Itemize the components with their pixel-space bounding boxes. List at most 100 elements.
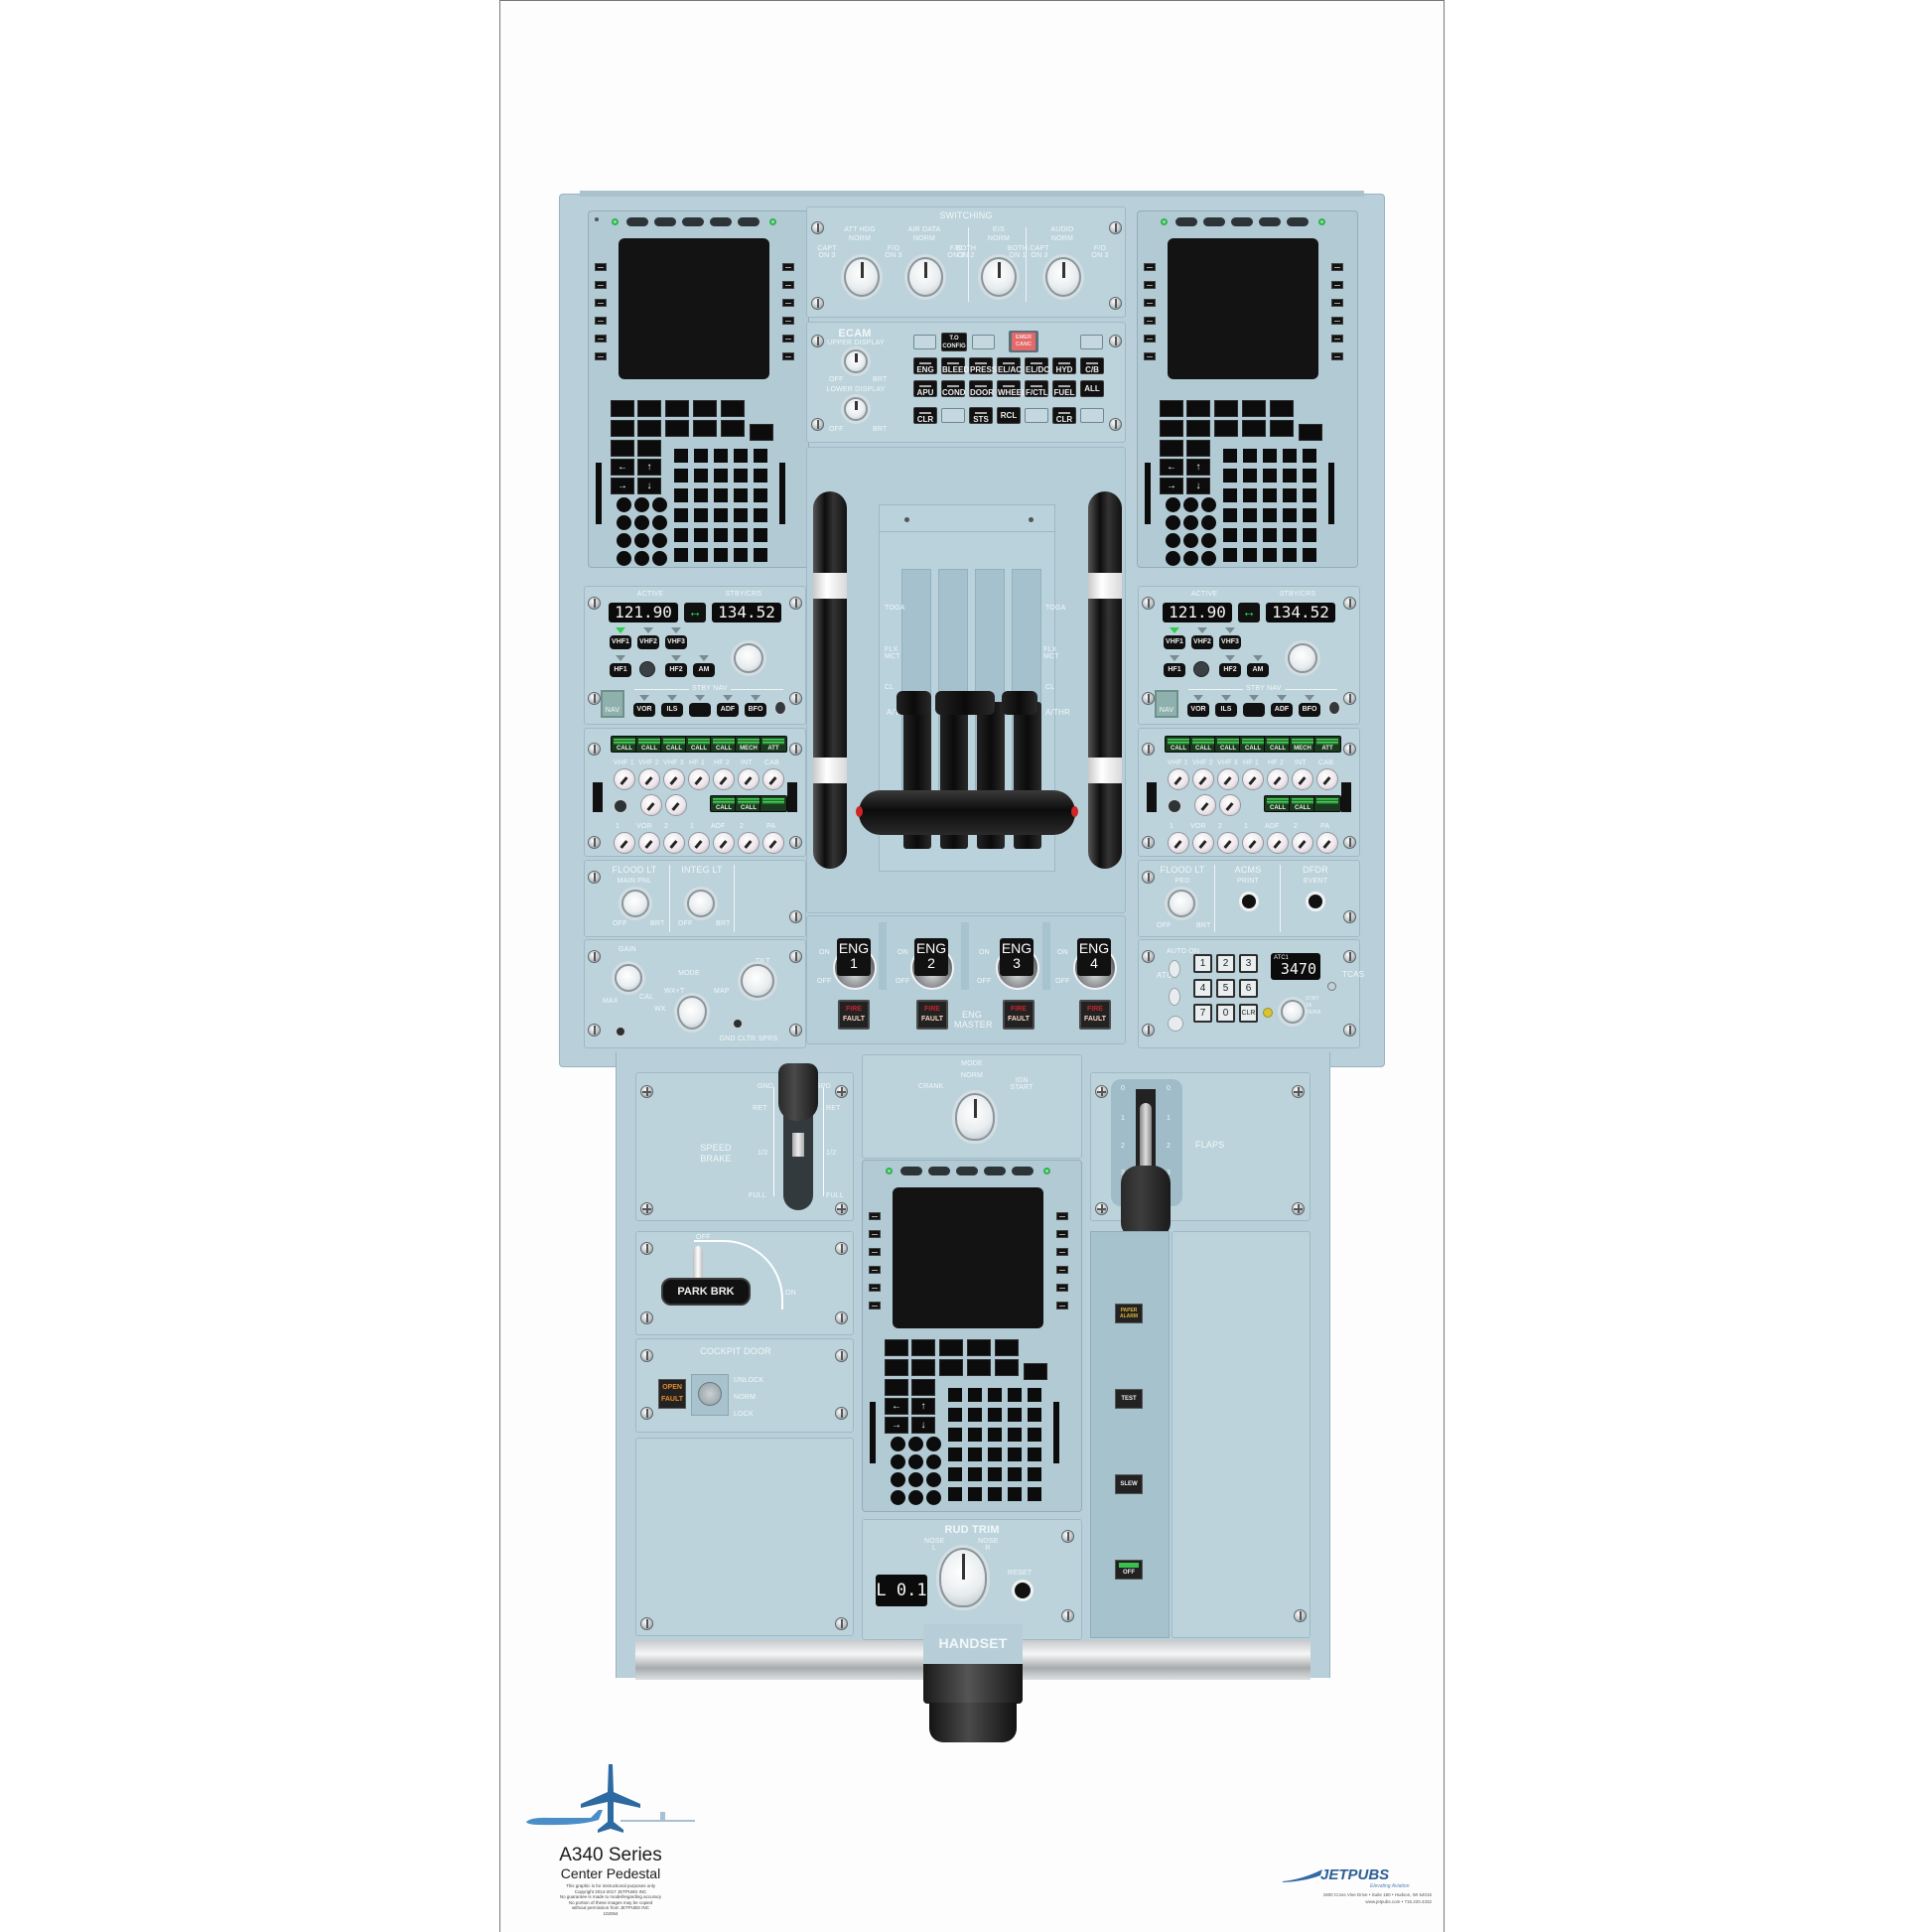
mcdu-key[interactable] bbox=[911, 1339, 935, 1356]
num-key[interactable] bbox=[1166, 497, 1180, 512]
hf2-volume-knob[interactable] bbox=[1267, 768, 1289, 790]
mcdu-key[interactable] bbox=[1270, 400, 1294, 417]
ils-button[interactable]: ILS bbox=[1215, 703, 1237, 717]
transfer-button[interactable]: ↔ bbox=[1238, 603, 1260, 622]
vhf2-volume-knob[interactable] bbox=[1192, 768, 1214, 790]
mls-button[interactable] bbox=[689, 703, 711, 717]
frequency-selector-knob[interactable] bbox=[1288, 643, 1317, 673]
alt-rptg-switch[interactable] bbox=[1168, 1016, 1183, 1032]
num-key[interactable] bbox=[891, 1437, 905, 1451]
eis-selector[interactable] bbox=[981, 257, 1017, 297]
lsk-4r[interactable] bbox=[1056, 1266, 1068, 1274]
ecam-rcl-button[interactable]: RCL bbox=[997, 407, 1021, 424]
flood-lt-ped-knob[interactable] bbox=[1168, 890, 1195, 917]
mcdu-key[interactable] bbox=[939, 1339, 963, 1356]
mcdu-key[interactable] bbox=[885, 1379, 908, 1396]
arrow-left-key[interactable]: ← bbox=[611, 459, 634, 476]
vhf2-button[interactable]: VHF2 bbox=[637, 635, 659, 649]
cab-volume-knob[interactable] bbox=[762, 768, 784, 790]
bfo-button[interactable]: BFO bbox=[1299, 703, 1320, 717]
num-key[interactable] bbox=[652, 515, 667, 530]
lsk-4r[interactable] bbox=[782, 317, 794, 325]
atc-ident-button[interactable] bbox=[1327, 982, 1336, 991]
lsk-6r[interactable] bbox=[1331, 352, 1343, 360]
tilt-knob[interactable] bbox=[741, 964, 774, 998]
mcdu-key[interactable] bbox=[637, 400, 661, 417]
atc-key-2[interactable]: 2 bbox=[1216, 954, 1235, 973]
mcdu-key[interactable] bbox=[1160, 400, 1183, 417]
num-key[interactable] bbox=[926, 1437, 941, 1451]
hf2-button[interactable]: HF2 bbox=[1219, 663, 1241, 677]
air-data-selector[interactable] bbox=[907, 257, 943, 297]
arrow-right-key[interactable]: → bbox=[1160, 478, 1183, 494]
ecam-cond-button[interactable]: COND bbox=[941, 380, 966, 397]
ecam-wheel-button[interactable]: WHEEL bbox=[997, 380, 1027, 397]
num-key[interactable] bbox=[1183, 515, 1198, 530]
voice-reset-switch[interactable] bbox=[1167, 798, 1182, 814]
vor2-volume-knob[interactable] bbox=[638, 832, 660, 854]
vhf3-volume-knob[interactable] bbox=[663, 768, 685, 790]
atc-auto-on-switch[interactable] bbox=[1169, 960, 1180, 978]
am-button[interactable]: AM bbox=[1247, 663, 1269, 677]
num-key[interactable] bbox=[652, 497, 667, 512]
num-key[interactable] bbox=[908, 1490, 923, 1505]
rmp-power-switch[interactable] bbox=[1327, 700, 1341, 716]
vor2-volume-knob[interactable] bbox=[1192, 832, 1214, 854]
vhf1-button[interactable]: VHF1 bbox=[1164, 635, 1185, 649]
voice-reset-switch[interactable] bbox=[613, 798, 628, 814]
num-key[interactable] bbox=[617, 497, 631, 512]
mls-button[interactable] bbox=[1243, 703, 1265, 717]
hf1-button[interactable]: HF1 bbox=[1164, 663, 1185, 677]
dfdr-event-button[interactable] bbox=[1306, 892, 1325, 911]
lsk-4l[interactable] bbox=[869, 1266, 881, 1274]
arrow-right-key[interactable]: → bbox=[885, 1417, 908, 1434]
ecam-all-button[interactable]: ALL bbox=[1080, 380, 1104, 397]
att-hdg-selector[interactable] bbox=[844, 257, 880, 297]
mcdu-key[interactable] bbox=[1160, 440, 1183, 457]
lsk-3l[interactable] bbox=[869, 1248, 881, 1256]
printer-test-button[interactable]: TEST bbox=[1115, 1389, 1143, 1409]
atc-key-4[interactable]: 4 bbox=[1193, 979, 1212, 998]
pa-switch[interactable] bbox=[1341, 782, 1351, 812]
mcdu-key[interactable] bbox=[1024, 1363, 1047, 1380]
mcdu-key[interactable] bbox=[693, 400, 717, 417]
wx-power-switch[interactable] bbox=[615, 1026, 626, 1037]
num-key[interactable] bbox=[1201, 533, 1216, 548]
ecam-elac-button[interactable]: EL/AC bbox=[997, 357, 1022, 374]
mcdu-key[interactable] bbox=[1242, 400, 1266, 417]
vhf2-call-button[interactable]: CALL bbox=[635, 736, 663, 753]
rmp-power-switch[interactable] bbox=[773, 700, 787, 716]
rud-trim-knob[interactable] bbox=[939, 1548, 987, 1607]
handset-cup[interactable] bbox=[929, 1703, 1017, 1742]
arrow-right-key[interactable]: → bbox=[611, 478, 634, 494]
cab-volume-knob[interactable] bbox=[1316, 768, 1338, 790]
ecam-cb-button[interactable]: C/B bbox=[1080, 357, 1104, 374]
call-button[interactable]: CALL bbox=[1289, 795, 1316, 812]
nav-button[interactable]: NAV bbox=[601, 690, 624, 718]
lsk-5r[interactable] bbox=[1331, 335, 1343, 343]
mcdu-key[interactable] bbox=[967, 1359, 991, 1376]
ecam-apu-button[interactable]: APU bbox=[913, 380, 937, 397]
hf1-volume-knob[interactable] bbox=[1242, 768, 1264, 790]
num-key[interactable] bbox=[652, 551, 667, 566]
atc-key-clr[interactable]: CLR bbox=[1239, 1004, 1258, 1023]
ecam-blank-button[interactable] bbox=[1025, 408, 1048, 423]
mcdu-key[interactable] bbox=[939, 1359, 963, 1376]
lsk-5r[interactable] bbox=[1056, 1284, 1068, 1292]
lsk-5l[interactable] bbox=[595, 335, 607, 343]
ecam-clr-right-button[interactable]: CLR bbox=[1052, 407, 1076, 424]
arrow-up-key[interactable]: ↑ bbox=[1186, 459, 1210, 476]
lsk-2l[interactable] bbox=[595, 281, 607, 289]
num-key[interactable] bbox=[908, 1437, 923, 1451]
printer-slew-button[interactable]: SLEW bbox=[1115, 1474, 1143, 1494]
vhf2-volume-knob[interactable] bbox=[638, 768, 660, 790]
ecam-blank-button[interactable] bbox=[972, 335, 995, 349]
arrow-left-key[interactable]: ← bbox=[1160, 459, 1183, 476]
am-button[interactable]: AM bbox=[693, 663, 715, 677]
flood-lt-main-pnl-knob[interactable] bbox=[621, 890, 649, 917]
ecam-eldc-button[interactable]: EL/DC bbox=[1025, 357, 1049, 374]
num-key[interactable] bbox=[1183, 551, 1198, 566]
mcdu-key[interactable] bbox=[1186, 420, 1210, 437]
arrow-down-key[interactable]: ↓ bbox=[1186, 478, 1210, 494]
num-key[interactable] bbox=[891, 1490, 905, 1505]
